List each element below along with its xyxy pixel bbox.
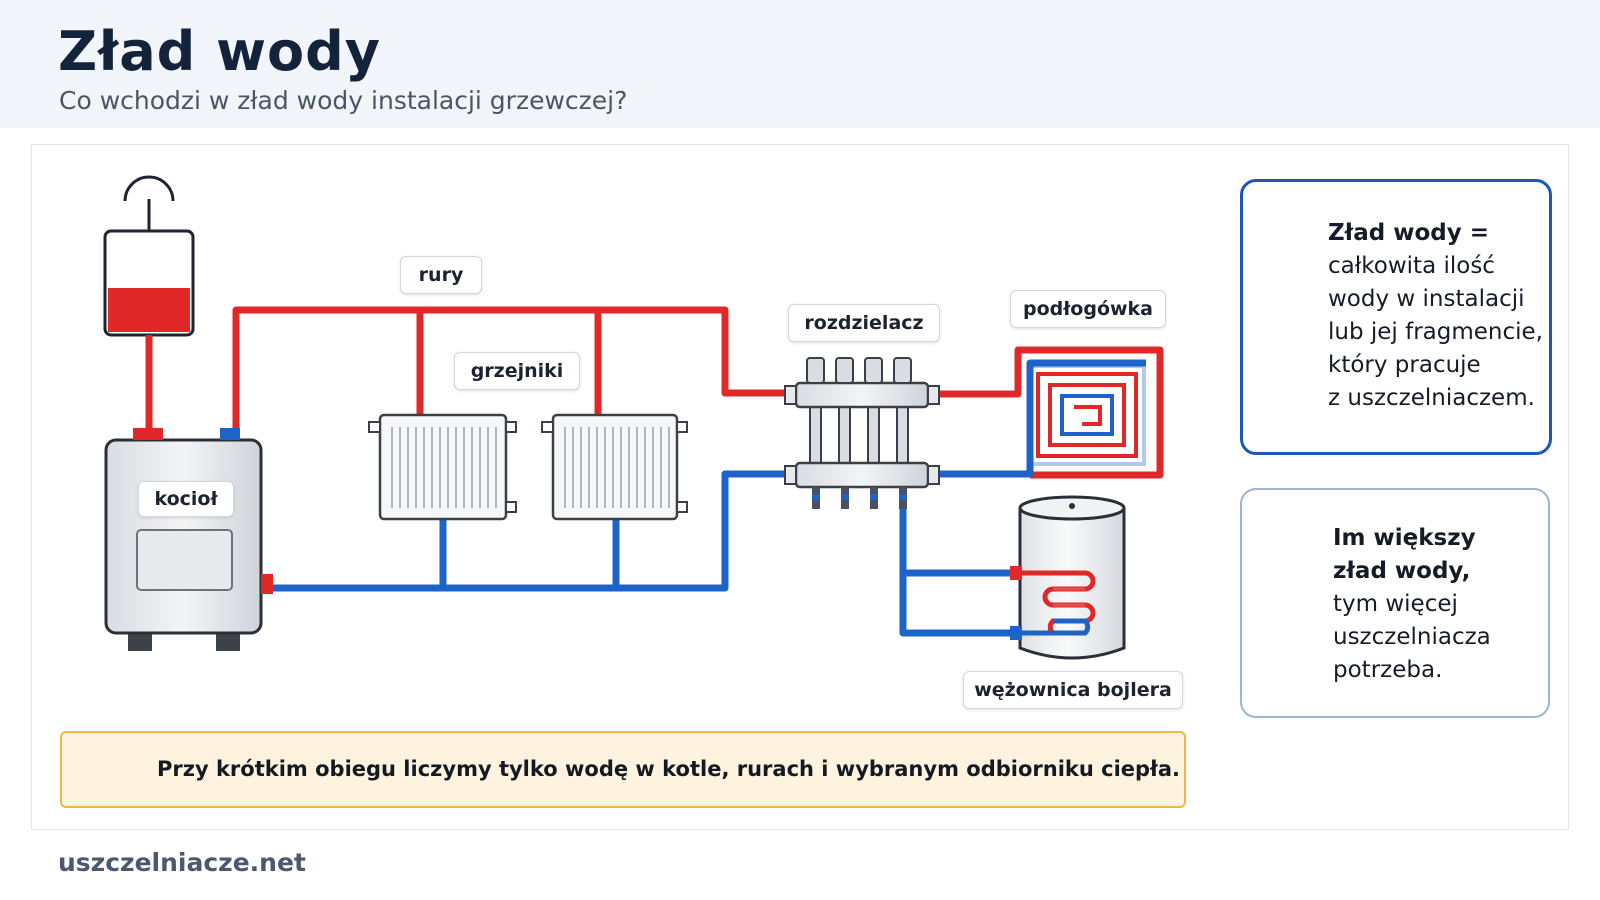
header-band bbox=[0, 0, 1600, 128]
tip-banner: Przy krótkim obiegu liczymy tylko wodę w… bbox=[60, 731, 1186, 808]
info-line: potrzeba. bbox=[1333, 657, 1443, 683]
info-line: tym więcej bbox=[1333, 591, 1458, 617]
definition-line: całkowita ilość bbox=[1328, 253, 1495, 279]
info-heading-line: zład wody, bbox=[1333, 558, 1471, 584]
label-radiators: grzejniki bbox=[454, 352, 580, 390]
footer-site: uszczelniacze.net bbox=[58, 848, 306, 877]
label-tank-coil: wężownica bojlera bbox=[963, 671, 1183, 709]
info-card: Im większy zład wody, tym więcej uszczel… bbox=[1240, 488, 1550, 718]
hot-pipes bbox=[145, 306, 1164, 479]
hot-water-tank bbox=[1010, 495, 1126, 660]
tip-text: Przy krótkim obiegu liczymy tylko wodę w… bbox=[157, 757, 1180, 781]
label-floor-heating: podłogówka bbox=[1010, 290, 1166, 328]
definition-line: z uszczelniaczem. bbox=[1328, 385, 1535, 411]
page-subtitle: Co wchodzi w zład wody instalacji grzewc… bbox=[59, 86, 628, 115]
definition-text: Zład wody = całkowita ilość wody w insta… bbox=[1328, 217, 1543, 415]
label-manifold: rozdzielacz bbox=[788, 304, 940, 342]
definition-line: który pracuje bbox=[1328, 352, 1481, 378]
radiator-2 bbox=[541, 413, 688, 521]
info-line: uszczelniacza bbox=[1333, 624, 1491, 650]
boiler bbox=[104, 428, 273, 651]
info-heading-line: Im większy bbox=[1333, 525, 1476, 551]
manifold bbox=[784, 357, 940, 509]
floor-heating-spiral bbox=[1028, 364, 1146, 466]
label-boiler: kocioł bbox=[138, 481, 234, 517]
definition-line: lub jej fragmencie, bbox=[1328, 319, 1543, 345]
radiator-1 bbox=[368, 413, 517, 521]
definition-card: Zład wody = całkowita ilość wody w insta… bbox=[1240, 179, 1552, 455]
definition-line: wody w instalacji bbox=[1328, 286, 1525, 312]
page-title: Zład wody bbox=[58, 20, 381, 83]
label-pipes: rury bbox=[400, 256, 482, 294]
expansion-vessel bbox=[103, 175, 195, 337]
cold-pipes bbox=[271, 359, 1146, 637]
info-text: Im większy zład wody, tym więcej uszczel… bbox=[1333, 522, 1491, 687]
definition-heading: Zład wody = bbox=[1328, 220, 1489, 246]
